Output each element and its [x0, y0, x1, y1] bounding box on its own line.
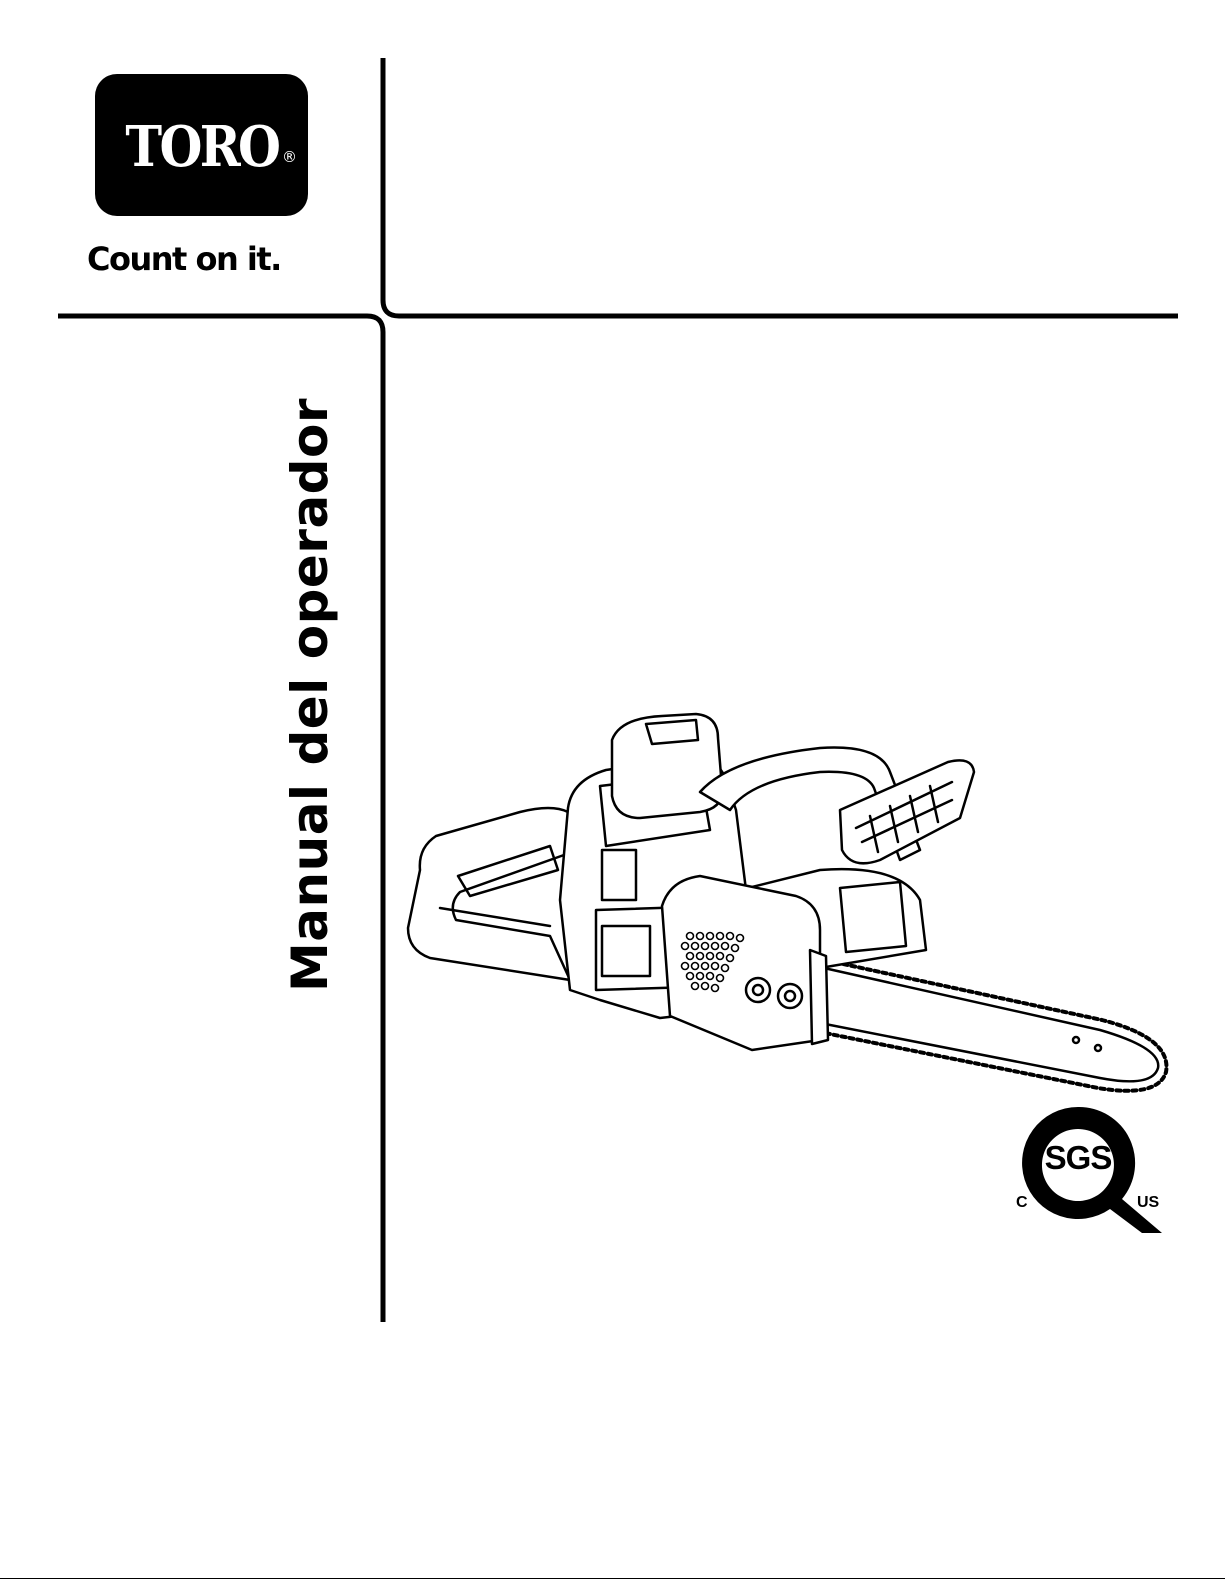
- toro-logo: TORO: [95, 74, 308, 216]
- sgs-country-c: C: [1016, 1195, 1028, 1211]
- sgs-certification-mark: SGS C US: [1010, 1103, 1165, 1235]
- bottom-rule: [0, 1578, 1225, 1579]
- chainsaw-illustration: [400, 700, 1180, 1100]
- logo-text: TORO: [125, 119, 278, 175]
- registered-mark: ®: [282, 150, 297, 165]
- brand-tagline: Count on it.: [87, 243, 327, 275]
- sgs-country-us: US: [1137, 1195, 1159, 1211]
- document-title: Manual del operador: [285, 398, 335, 992]
- sgs-mark-text: SGS: [1038, 1141, 1118, 1174]
